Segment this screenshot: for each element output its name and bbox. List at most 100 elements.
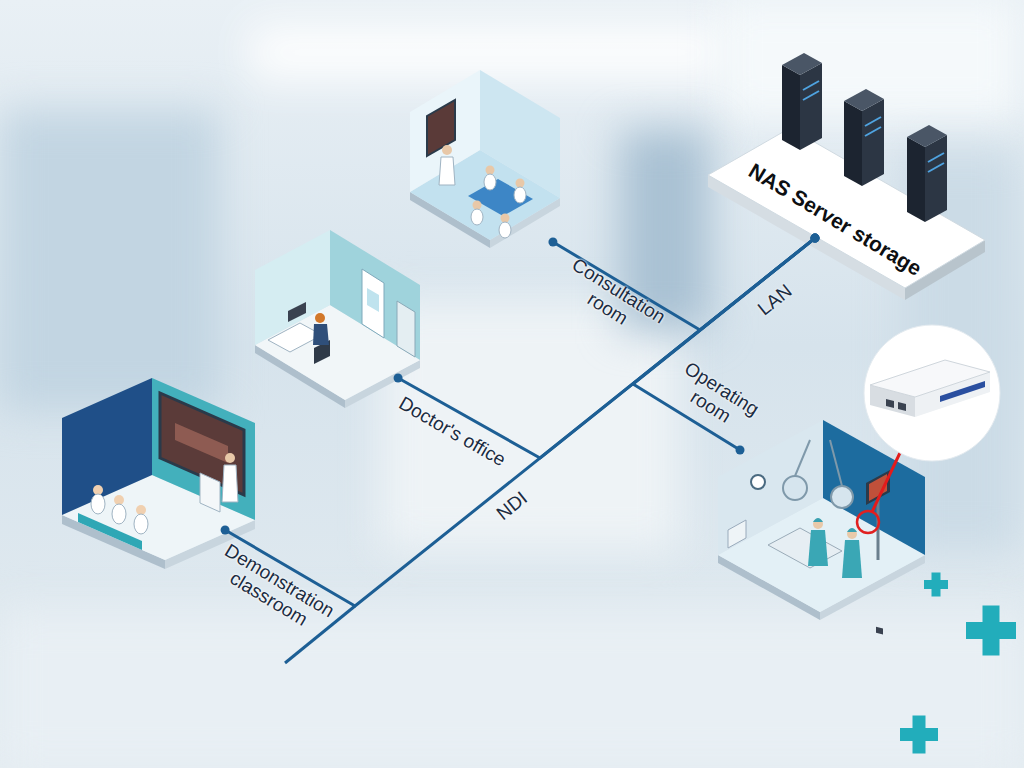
nas-illustration (708, 53, 985, 300)
node-area: NAS Server storage (815, 100, 985, 295)
device-callout (886, 399, 894, 408)
operating-illustration (857, 511, 879, 533)
server-rack (925, 135, 947, 222)
consultation-illustration (484, 174, 496, 190)
server-rack (782, 53, 822, 75)
operating-illustration (783, 476, 807, 500)
operating-illustration (831, 486, 853, 508)
classroom-illustration (78, 513, 142, 550)
office-illustration (362, 269, 384, 338)
office-illustration (330, 230, 420, 360)
classroom-illustration (91, 494, 105, 514)
device-callout (876, 627, 883, 635)
office-illustration (397, 301, 415, 357)
server-rack (844, 101, 862, 186)
link-dot (811, 234, 820, 243)
node-area: Doctor's office (255, 230, 420, 378)
operating-illustration (847, 529, 857, 539)
network-link (221, 234, 820, 606)
office-illustration (367, 288, 379, 312)
consultation-illustration (516, 179, 525, 188)
consultation-illustration (410, 70, 480, 192)
consultation-illustration (410, 70, 560, 248)
operating-illustration (830, 440, 842, 486)
room-label: Doctor's office (395, 393, 509, 470)
consultation-illustration (486, 166, 495, 175)
operating-illustration (842, 540, 862, 578)
classroom-illustration (112, 504, 126, 524)
server-rack (928, 153, 944, 162)
link-label: NDI (492, 487, 531, 525)
server-rack (844, 89, 884, 186)
plus-sign (932, 573, 941, 597)
link-dot (811, 234, 820, 243)
device-callout (864, 325, 1000, 461)
plus-sign (900, 573, 1016, 754)
link-dot (736, 446, 745, 455)
classroom-illustration (225, 453, 235, 463)
office-illustration (315, 313, 325, 323)
node-area: Demonstration classroom (62, 378, 255, 530)
server-rack (907, 125, 947, 222)
background-blur (0, 610, 1024, 768)
office-illustration (255, 230, 420, 408)
link-dot (221, 526, 230, 535)
server-rack (865, 117, 881, 126)
server-rack (782, 53, 822, 150)
link-dot (394, 374, 403, 383)
operating-illustration (813, 519, 823, 529)
background-blur (250, 25, 730, 80)
consultation-illustration (514, 187, 526, 203)
office-illustration (288, 302, 306, 322)
link-line (225, 238, 815, 606)
server-rack (907, 137, 925, 222)
consultation-illustration (471, 209, 483, 225)
classroom-illustration (134, 514, 148, 534)
consultation-illustration (480, 70, 560, 198)
plus-sign (913, 716, 926, 754)
consultation-illustration (473, 201, 482, 210)
server-rack (928, 163, 944, 172)
server-rack (862, 99, 884, 186)
server-rack (844, 89, 884, 111)
server-rack (865, 127, 881, 136)
node-area: Operating room (740, 420, 925, 610)
network-link (633, 234, 820, 455)
node-area: Consultation room (410, 68, 560, 242)
classroom-illustration (200, 473, 220, 512)
room-label: Operating room (658, 351, 773, 444)
consultation-illustration (427, 100, 455, 156)
classroom-illustration (222, 465, 238, 502)
operating-illustration (751, 475, 765, 489)
plus-sign (983, 606, 1000, 656)
operating-illustration (847, 528, 857, 532)
operating-illustration (795, 440, 810, 476)
consultation-illustration (501, 214, 510, 223)
link-dot (811, 234, 820, 243)
operating-illustration (813, 518, 823, 522)
device-callout (898, 402, 906, 411)
background-blur (0, 110, 220, 410)
room-label: Consultation room (547, 248, 679, 352)
link-line (633, 238, 815, 450)
link-dot (811, 234, 820, 243)
room-label: Demonstration classroom (199, 534, 349, 646)
server-rack (803, 91, 819, 100)
operating-illustration (808, 530, 828, 566)
operating-illustration (728, 520, 746, 548)
operating-illustration (718, 420, 925, 620)
server-rack (907, 125, 947, 147)
consultation-illustration (499, 222, 511, 238)
server-rack (800, 63, 822, 150)
link-dot (548, 238, 557, 247)
classroom-illustration (152, 378, 255, 520)
operating-illustration (768, 528, 842, 568)
consultation-illustration (442, 145, 452, 155)
server-rack (803, 81, 819, 90)
consultation-illustration (439, 157, 455, 185)
